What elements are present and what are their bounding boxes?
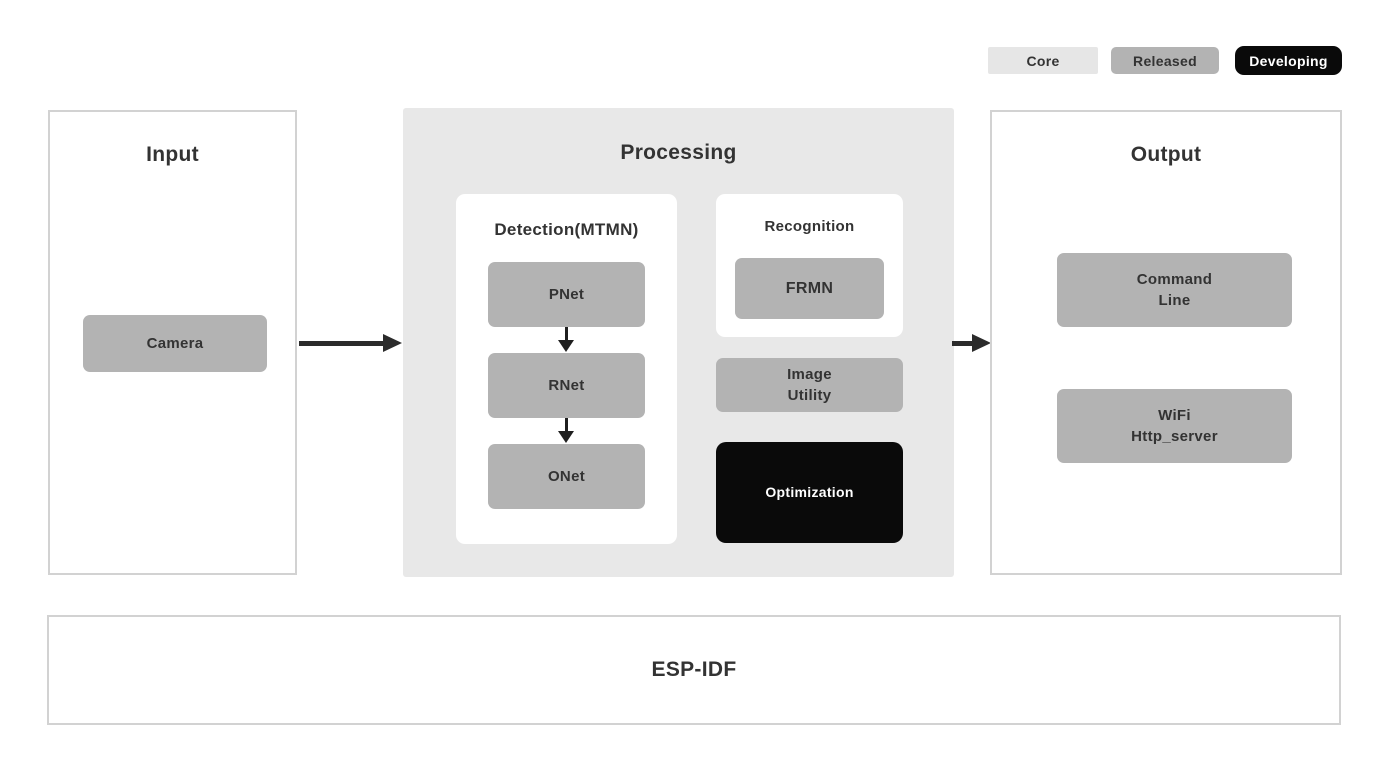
command-line-line1: Command [1136,271,1213,288]
arrow-head [558,340,574,352]
pnet-node-label: PNet [548,286,585,303]
wifi-http-server-line1: WiFi [1158,407,1191,424]
image-utility-line1: Image [787,366,832,383]
camera-node-label: Camera [146,335,204,352]
wifi-http-server-line2: Http_server [1131,428,1218,445]
arrow-shaft [564,418,568,431]
legend-chip-core: Core [988,47,1098,74]
image-utility-node: Image Utility [716,358,903,412]
onet-node: ONet [488,444,645,509]
recognition-subpanel-title: Recognition [764,218,855,235]
arrow-head [383,334,402,352]
rnet-node: RNet [488,353,645,418]
command-line-node: Command Line [1057,253,1292,327]
onet-node-label: ONet [547,468,586,485]
legend-released-label: Released [1133,52,1197,69]
wifi-http-server-node: WiFi Http_server [1057,389,1292,463]
output-panel: Output Command Line WiFi Http_server [990,110,1342,575]
arrow-shaft [564,327,568,340]
processing-region-title: Processing [620,141,737,164]
legend-developing-label: Developing [1249,52,1328,69]
arrow-right-processing-to-output-icon [952,334,991,352]
detection-subpanel-title: Detection(MTMN) [494,220,639,239]
arrow-shaft [952,340,972,346]
input-panel: Input Camera [48,110,297,575]
input-panel-title: Input [146,143,199,166]
image-utility-line2: Utility [787,387,832,404]
legend-core-label: Core [1026,52,1060,69]
frmn-node-label: FRMN [785,280,834,297]
frmn-node: FRMN [735,258,884,319]
esp-idf-title: ESP-IDF [651,658,737,681]
arrow-shaft [299,340,383,346]
arrow-right-input-to-processing-icon [299,334,402,352]
arrow-head [972,334,991,352]
optimization-node: Optimization [716,442,903,543]
rnet-node-label: RNet [548,377,585,394]
arrow-head [558,431,574,443]
camera-node: Camera [83,315,267,372]
recognition-subpanel: Recognition FRMN [716,194,903,337]
arrow-down-pnet-to-rnet-icon [558,327,574,352]
processing-region: Processing Detection(MTMN) PNet RNet ONe… [403,108,954,577]
output-panel-title: Output [1130,143,1202,166]
legend-chip-released: Released [1111,47,1219,74]
esp-idf-foundation-panel: ESP-IDF [47,615,1341,725]
pnet-node: PNet [488,262,645,327]
command-line-line2: Line [1158,292,1191,309]
arrow-down-rnet-to-onet-icon [558,418,574,443]
detection-subpanel: Detection(MTMN) PNet RNet ONet [456,194,677,544]
legend-chip-developing: Developing [1235,46,1342,75]
optimization-node-label: Optimization [765,484,854,500]
